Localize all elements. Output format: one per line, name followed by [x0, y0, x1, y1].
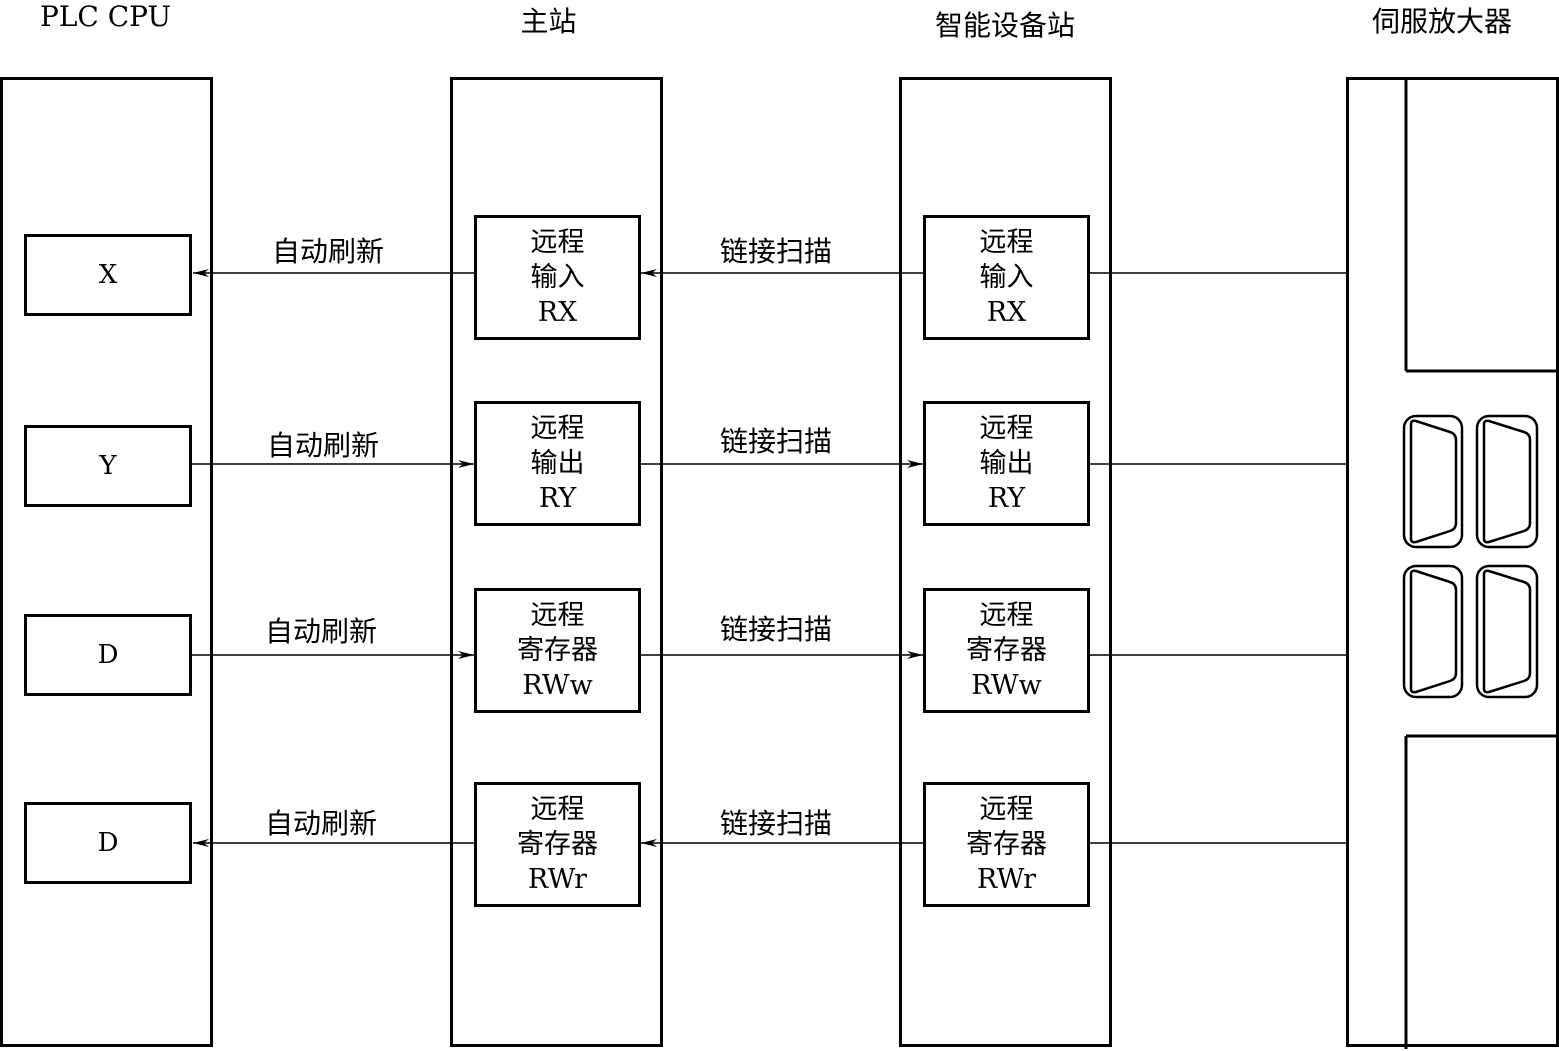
servo-amplifier-panel — [1346, 77, 1559, 1047]
buffer-line: 远程 — [530, 413, 585, 444]
master-remote-output-ry: 远程 输出 RY — [474, 401, 641, 526]
master-station-title: 主站 — [520, 5, 577, 38]
buffer-line: 远程 — [530, 794, 585, 825]
cpu-device-x: X — [24, 234, 192, 316]
auto-refresh-label: 自动刷新 — [267, 429, 380, 462]
buffer-line: 寄存器 — [517, 635, 598, 666]
buffer-line: 输入 — [530, 262, 585, 293]
connector-icon — [1402, 414, 1464, 549]
link-scan-label: 链接扫描 — [720, 807, 833, 840]
buffer-line: 输出 — [530, 448, 585, 479]
buffer-code: RX — [986, 297, 1027, 328]
buffer-code: RWr — [527, 864, 588, 895]
cpu-device-d-write: D — [24, 614, 192, 696]
buffer-code: RWr — [976, 864, 1037, 895]
buffer-code: RX — [537, 297, 578, 328]
station-remote-register-rwr: 远程 寄存器 RWr — [923, 782, 1090, 907]
auto-refresh-label: 自动刷新 — [265, 807, 378, 840]
connector-icon — [1475, 564, 1539, 699]
buffer-code: RY — [987, 483, 1026, 514]
buffer-code: RY — [538, 483, 577, 514]
buffer-line: 输出 — [979, 448, 1034, 479]
station-remote-output-ry: 远程 输出 RY — [923, 401, 1090, 526]
servo-amplifier-title: 伺服放大器 — [1371, 5, 1512, 38]
plc-cpu-title: PLC CPU — [40, 0, 172, 33]
buffer-line: 寄存器 — [517, 829, 598, 860]
device-label: D — [97, 639, 119, 670]
station-remote-input-rx: 远程 输入 RX — [923, 215, 1090, 340]
device-label: D — [97, 827, 119, 858]
buffer-line: 远程 — [979, 600, 1034, 631]
buffer-line: 寄存器 — [966, 829, 1047, 860]
buffer-line: 远程 — [530, 600, 585, 631]
buffer-line: 寄存器 — [966, 635, 1047, 666]
auto-refresh-label: 自动刷新 — [265, 615, 378, 648]
servo-connectors — [1402, 414, 1539, 699]
device-label: Y — [99, 450, 117, 481]
buffer-code: RWw — [522, 670, 593, 701]
cpu-device-d-read: D — [24, 802, 192, 884]
buffer-line: 远程 — [530, 227, 585, 258]
device-label: X — [98, 259, 118, 290]
master-remote-register-rww: 远程 寄存器 RWw — [474, 588, 641, 713]
buffer-line: 远程 — [979, 413, 1034, 444]
buffer-line: 输入 — [979, 262, 1034, 293]
servo-front-panel — [1404, 78, 1559, 1049]
link-scan-label: 链接扫描 — [720, 425, 833, 458]
link-scan-label: 链接扫描 — [720, 235, 833, 268]
buffer-line: 远程 — [979, 794, 1034, 825]
station-remote-register-rww: 远程 寄存器 RWw — [923, 588, 1090, 713]
buffer-code: RWw — [971, 670, 1042, 701]
auto-refresh-label: 自动刷新 — [272, 235, 385, 268]
connector-icon — [1402, 564, 1464, 699]
link-scan-label: 链接扫描 — [720, 613, 833, 646]
intelligent-device-station-title: 智能设备站 — [934, 9, 1075, 42]
connector-icon — [1475, 414, 1539, 549]
master-remote-register-rwr: 远程 寄存器 RWr — [474, 782, 641, 907]
cpu-device-y: Y — [24, 425, 192, 507]
buffer-line: 远程 — [979, 227, 1034, 258]
master-remote-input-rx: 远程 输入 RX — [474, 215, 641, 340]
